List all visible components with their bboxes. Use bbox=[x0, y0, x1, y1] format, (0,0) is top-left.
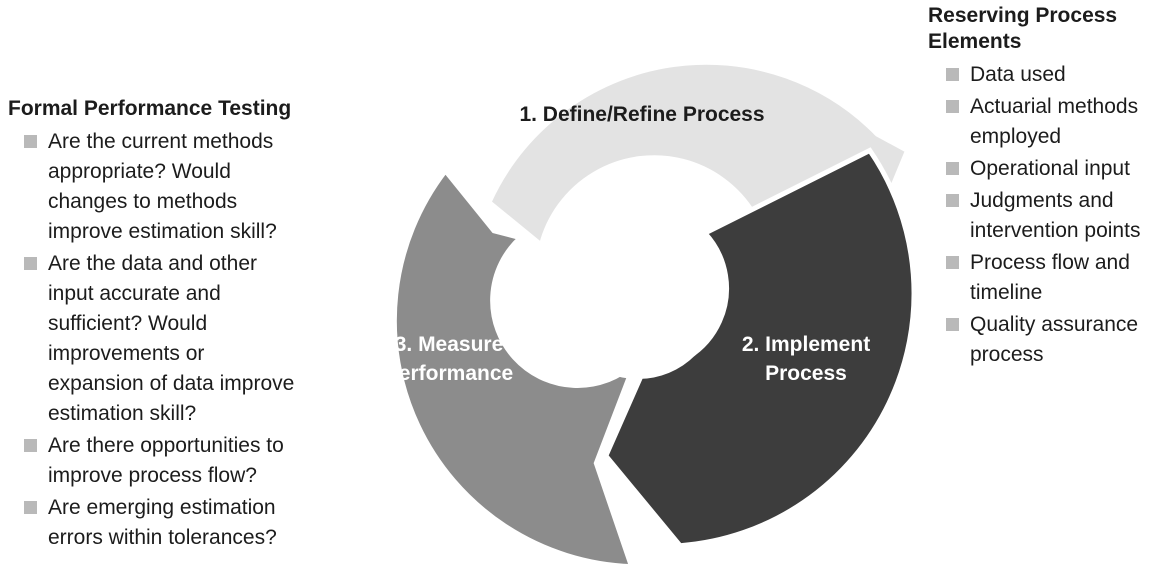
reserving-elements-list: Data used Actuarial methods employed Ope… bbox=[928, 60, 1168, 370]
square-bullet-icon bbox=[946, 194, 959, 207]
reserving-process-elements-panel: Reserving Process Elements Data used Act… bbox=[928, 3, 1168, 372]
title-line: Elements bbox=[928, 30, 1022, 53]
reserving-element-process-flow: Process flow and timeline bbox=[928, 248, 1168, 308]
item-text-line: improve process flow? bbox=[48, 464, 257, 487]
item-text-line: Are there opportunities to bbox=[48, 434, 284, 457]
define-refine-label: 1. Define/Refine Process bbox=[519, 103, 764, 126]
reserving-element-data-used: Data used bbox=[928, 60, 1168, 90]
square-bullet-icon bbox=[946, 318, 959, 331]
item-text-line: estimation skill? bbox=[48, 402, 197, 425]
process-cycle-diagram: 1. Define/Refine Process 2. Implement Pr… bbox=[385, 59, 917, 566]
reserving-element-judgments: Judgments and intervention points bbox=[928, 186, 1168, 246]
square-bullet-icon bbox=[946, 100, 959, 113]
square-bullet-icon bbox=[24, 439, 37, 452]
item-text-line: Operational input bbox=[970, 157, 1130, 180]
measure-performance-segment bbox=[391, 166, 637, 566]
performance-testing-item-methods: Are the current methods appropriate? Wou… bbox=[8, 127, 338, 247]
reserving-element-operational-input: Operational input bbox=[928, 154, 1168, 184]
item-text-line: errors within tolerances? bbox=[48, 526, 277, 549]
item-text-line: Data used bbox=[970, 63, 1066, 86]
item-text-line: Judgments and bbox=[970, 189, 1114, 212]
square-bullet-icon bbox=[24, 257, 37, 270]
implement-segment bbox=[602, 147, 917, 549]
square-bullet-icon bbox=[946, 162, 959, 175]
reserving-element-actuarial-methods: Actuarial methods employed bbox=[928, 92, 1168, 152]
item-text-line: intervention points bbox=[970, 219, 1141, 242]
item-text-line: improvements or bbox=[48, 342, 205, 365]
item-text-line: Are the data and other bbox=[48, 252, 257, 275]
item-text-line: Actuarial methods bbox=[970, 95, 1139, 118]
item-text-line: changes to methods bbox=[48, 190, 238, 213]
implement-label-line-1: 2. Implement bbox=[742, 333, 870, 356]
measure-label-line-2: Performance bbox=[385, 362, 513, 385]
square-bullet-icon bbox=[946, 68, 959, 81]
item-text-line: sufficient? Would bbox=[48, 312, 208, 335]
square-bullet-icon bbox=[946, 256, 959, 269]
performance-testing-list: Are the current methods appropriate? Wou… bbox=[8, 127, 338, 553]
performance-testing-item-errors: Are emerging estimation errors within to… bbox=[8, 493, 338, 553]
item-text-line: Quality assurance bbox=[970, 313, 1139, 336]
item-text-line: appropriate? Would bbox=[48, 160, 231, 183]
reserving-process-elements-title: Reserving Process Elements bbox=[928, 3, 1168, 55]
item-text-line: Are emerging estimation bbox=[48, 496, 276, 519]
formal-performance-testing-title: Formal Performance Testing bbox=[8, 97, 292, 120]
reserving-element-quality-assurance: Quality assurance process bbox=[928, 310, 1168, 370]
item-text-line: process bbox=[970, 343, 1044, 366]
title-line: Reserving Process bbox=[928, 4, 1118, 27]
item-text-line: expansion of data improve bbox=[48, 372, 295, 395]
implement-label-line-2: Process bbox=[765, 362, 847, 385]
item-text-line: timeline bbox=[970, 281, 1043, 304]
item-text-line: improve estimation skill? bbox=[48, 220, 277, 243]
item-text-line: Process flow and bbox=[970, 251, 1130, 274]
measure-label-line-1: 3. Measure bbox=[395, 333, 504, 356]
item-text-line: employed bbox=[970, 125, 1062, 148]
item-text-line: Are the current methods bbox=[48, 130, 274, 153]
item-text-line: input accurate and bbox=[48, 282, 221, 305]
square-bullet-icon bbox=[24, 135, 37, 148]
performance-testing-item-data: Are the data and other input accurate an… bbox=[8, 249, 338, 429]
performance-testing-item-process-flow: Are there opportunities to improve proce… bbox=[8, 431, 338, 491]
square-bullet-icon bbox=[24, 501, 37, 514]
formal-performance-testing-panel: Formal Performance Testing Are the curre… bbox=[8, 96, 338, 555]
cycle-center-hole bbox=[557, 217, 719, 379]
